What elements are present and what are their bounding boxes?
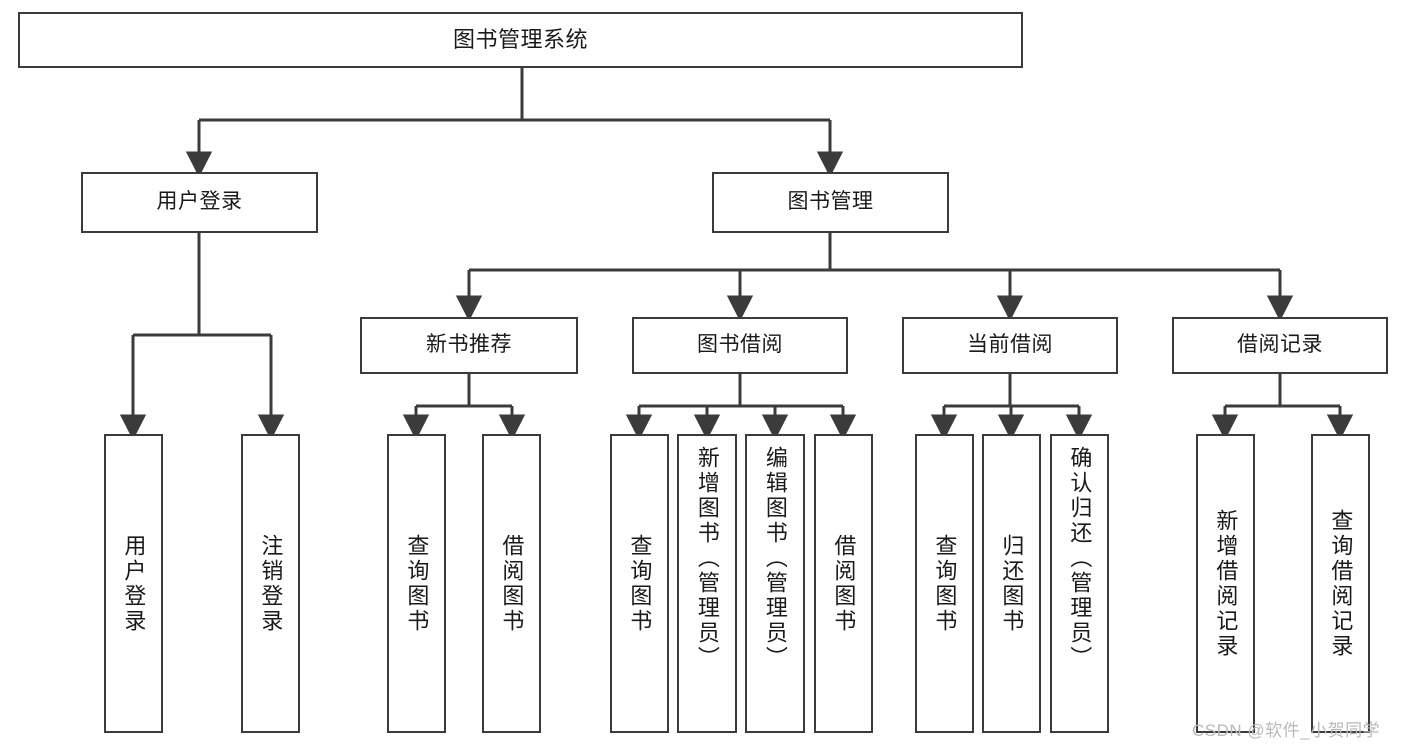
leaf-current-query-book[interactable]: 查询图书 bbox=[915, 434, 974, 733]
node-root-system[interactable]: 图书管理系统 bbox=[18, 12, 1023, 68]
leaf-recommend-query-book[interactable]: 查询图书 bbox=[387, 434, 446, 733]
leaf-current-confirm-return-label: 确认归还（管理员） bbox=[1067, 446, 1093, 671]
leaf-recommend-query-book-label: 查询图书 bbox=[404, 533, 430, 634]
leaf-borrow-edit-book-label: 编辑图书（管理员） bbox=[762, 446, 788, 671]
leaf-borrow-add-book[interactable]: 新增图书（管理员） bbox=[677, 434, 737, 733]
leaf-current-return-book-label: 归还图书 bbox=[999, 533, 1025, 634]
leaf-user-login-login[interactable]: 用户登录 bbox=[104, 434, 163, 733]
leaf-borrow-borrow-book-label: 借阅图书 bbox=[831, 533, 857, 634]
leaf-user-login-login-label: 用户登录 bbox=[121, 533, 147, 634]
leaf-record-query-record-label: 查询借阅记录 bbox=[1328, 508, 1354, 659]
leaf-recommend-borrow-book-label: 借阅图书 bbox=[499, 533, 525, 634]
leaf-current-confirm-return[interactable]: 确认归还（管理员） bbox=[1050, 434, 1109, 733]
node-book-borrow[interactable]: 图书借阅 bbox=[632, 317, 848, 374]
node-current-borrow-label: 当前借阅 bbox=[967, 333, 1053, 357]
leaf-borrow-query-book-label: 查询图书 bbox=[627, 533, 653, 634]
leaf-record-add-record-label: 新增借阅记录 bbox=[1213, 508, 1239, 659]
node-book-management[interactable]: 图书管理 bbox=[712, 172, 949, 233]
leaf-recommend-borrow-book[interactable]: 借阅图书 bbox=[482, 434, 541, 733]
csdn-watermark: CSDN @软件_小贺同学 bbox=[1192, 721, 1381, 740]
leaf-current-return-book[interactable]: 归还图书 bbox=[982, 434, 1041, 733]
node-user-login-label: 用户登录 bbox=[156, 190, 243, 214]
leaf-borrow-query-book[interactable]: 查询图书 bbox=[610, 434, 669, 733]
leaf-current-query-book-label: 查询图书 bbox=[932, 533, 958, 634]
leaf-user-login-logout[interactable]: 注销登录 bbox=[241, 434, 300, 733]
leaf-borrow-add-book-label: 新增图书（管理员） bbox=[694, 446, 720, 671]
node-new-book-recommend[interactable]: 新书推荐 bbox=[360, 317, 578, 374]
node-user-login[interactable]: 用户登录 bbox=[81, 172, 318, 233]
node-book-borrow-label: 图书借阅 bbox=[697, 333, 783, 357]
node-book-management-label: 图书管理 bbox=[787, 190, 874, 214]
leaf-borrow-borrow-book[interactable]: 借阅图书 bbox=[814, 434, 873, 733]
leaf-record-add-record[interactable]: 新增借阅记录 bbox=[1196, 434, 1255, 733]
leaf-user-login-logout-label: 注销登录 bbox=[258, 533, 284, 634]
node-current-borrow[interactable]: 当前借阅 bbox=[902, 317, 1118, 374]
node-borrow-record-label: 借阅记录 bbox=[1237, 333, 1323, 357]
node-borrow-record[interactable]: 借阅记录 bbox=[1172, 317, 1388, 374]
leaf-borrow-edit-book[interactable]: 编辑图书（管理员） bbox=[745, 434, 805, 733]
node-root-system-label: 图书管理系统 bbox=[452, 27, 588, 53]
leaf-record-query-record[interactable]: 查询借阅记录 bbox=[1311, 434, 1370, 733]
node-new-book-recommend-label: 新书推荐 bbox=[426, 333, 512, 357]
